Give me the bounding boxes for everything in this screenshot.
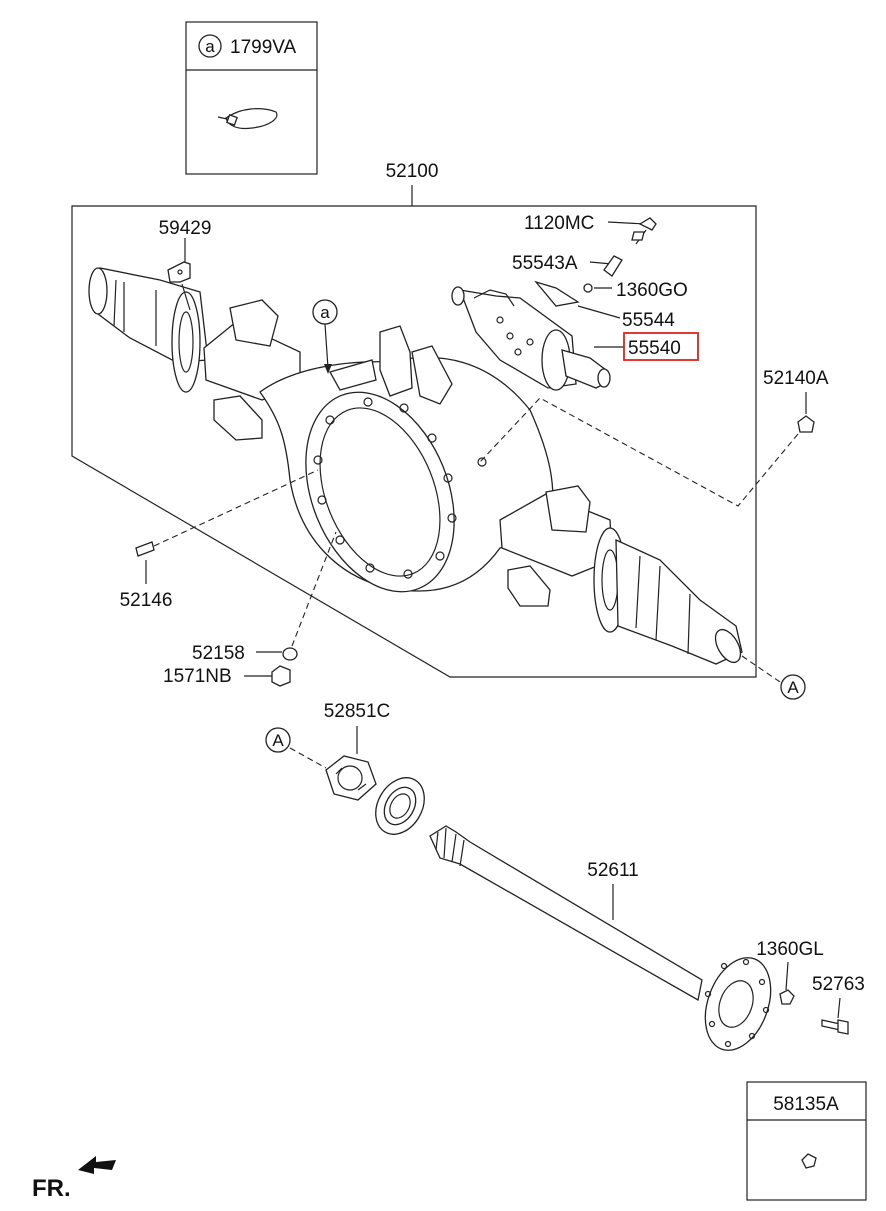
bearing[interactable] bbox=[366, 769, 434, 843]
cable-tie-icon bbox=[217, 108, 278, 130]
label-52763[interactable]: 52763 bbox=[812, 974, 865, 995]
label-1360go[interactable]: 1360GO bbox=[616, 280, 688, 301]
front-arrow-icon bbox=[78, 1156, 116, 1174]
svg-text:a: a bbox=[320, 303, 330, 322]
inset-1799va[interactable]: a 1799VA bbox=[185, 21, 318, 175]
part-1360gl[interactable]: 1360GL bbox=[756, 939, 824, 1005]
part-59429[interactable]: 59429 bbox=[159, 218, 212, 311]
label-52158[interactable]: 52158 bbox=[192, 643, 245, 664]
plate-bolt-holes bbox=[496, 316, 534, 356]
clip-icon bbox=[801, 1153, 817, 1169]
svg-text:A: A bbox=[272, 731, 284, 750]
ref-a-body[interactable]: a bbox=[312, 299, 338, 374]
inset-part-58135a: 58135A bbox=[773, 1094, 839, 1115]
label-52100[interactable]: 52100 bbox=[386, 161, 439, 182]
label-52146[interactable]: 52146 bbox=[120, 590, 173, 611]
label-55540[interactable]: 55540 bbox=[628, 338, 681, 359]
part-52140a[interactable]: 52140A bbox=[479, 368, 829, 507]
inset-part-1799va: 1799VA bbox=[230, 37, 297, 58]
axle-housing[interactable] bbox=[88, 267, 746, 667]
front-direction-indicator: FR. bbox=[32, 1156, 116, 1202]
label-55543a[interactable]: 55543A bbox=[512, 253, 578, 274]
label-59429[interactable]: 59429 bbox=[159, 218, 212, 239]
inset-circle-letter: a bbox=[205, 37, 215, 56]
part-55540-assembly[interactable] bbox=[451, 286, 611, 391]
label-52611[interactable]: 52611 bbox=[587, 860, 638, 881]
assembly-52100: 52100 bbox=[71, 161, 757, 678]
ref-A-right[interactable]: A bbox=[741, 655, 806, 700]
part-55540[interactable]: 55540 bbox=[594, 332, 699, 361]
part-52851c[interactable]: 52851C bbox=[324, 701, 391, 801]
label-52140a[interactable]: 52140A bbox=[763, 368, 829, 389]
part-1360go[interactable]: 1360GO bbox=[583, 280, 688, 301]
label-1571nb[interactable]: 1571NB bbox=[163, 666, 232, 687]
part-52146[interactable]: 52146 bbox=[120, 469, 319, 611]
label-55544[interactable]: 55544 bbox=[622, 310, 675, 331]
label-52851c[interactable]: 52851C bbox=[324, 701, 391, 722]
part-52763[interactable]: 52763 bbox=[812, 974, 865, 1035]
part-55543a[interactable]: 55543A bbox=[512, 253, 623, 277]
ref-A-left[interactable]: A bbox=[265, 727, 327, 769]
part-1571nb[interactable]: 1571NB bbox=[163, 665, 291, 687]
flange-bolt-holes bbox=[313, 397, 457, 579]
part-55544[interactable]: 55544 bbox=[534, 280, 675, 331]
direction-label: FR. bbox=[32, 1175, 71, 1202]
label-1120mc[interactable]: 1120MC bbox=[524, 213, 594, 234]
inset-58135a[interactable]: 58135A bbox=[746, 1081, 867, 1201]
svg-text:A: A bbox=[787, 678, 799, 697]
label-1360gl[interactable]: 1360GL bbox=[756, 939, 824, 960]
ref-circle-a bbox=[198, 34, 222, 58]
part-52158[interactable]: 52158 bbox=[192, 531, 337, 664]
part-1120mc[interactable]: 1120MC bbox=[524, 213, 657, 245]
part-52611[interactable]: 52611 bbox=[429, 825, 783, 1059]
highlight-box bbox=[623, 332, 699, 361]
hub-flange-holes bbox=[704, 958, 770, 1048]
